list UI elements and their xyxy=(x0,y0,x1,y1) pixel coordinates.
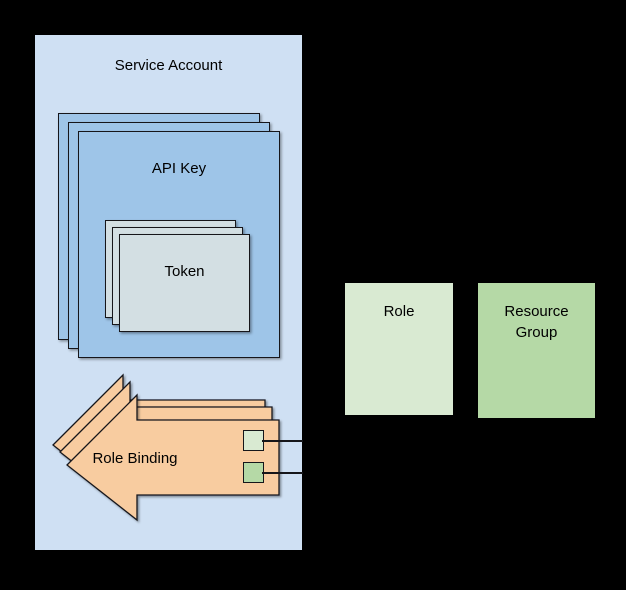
token-layer-front[interactable]: Token xyxy=(119,234,250,332)
api-key-label: API Key xyxy=(151,160,207,177)
resource-group-box[interactable]: Resource Group xyxy=(478,283,595,418)
resource-group-connector xyxy=(262,472,303,474)
role-connector xyxy=(262,440,303,442)
role-binding-layer-front[interactable] xyxy=(66,393,280,522)
token-stack[interactable]: Token xyxy=(105,220,250,332)
role-binding-stack[interactable] xyxy=(46,363,286,522)
role-binding-arrow-shape xyxy=(52,373,280,522)
role-box[interactable]: Role xyxy=(345,283,453,415)
role-binding-label: Role Binding xyxy=(92,450,178,467)
role-box-label: Role xyxy=(383,303,415,320)
token-label: Token xyxy=(164,263,205,280)
resource-group-box-label: Resource Group xyxy=(504,303,569,341)
service-account-label: Service Account xyxy=(114,57,223,74)
resource-group-port[interactable] xyxy=(243,462,264,483)
role-port[interactable] xyxy=(243,430,264,451)
